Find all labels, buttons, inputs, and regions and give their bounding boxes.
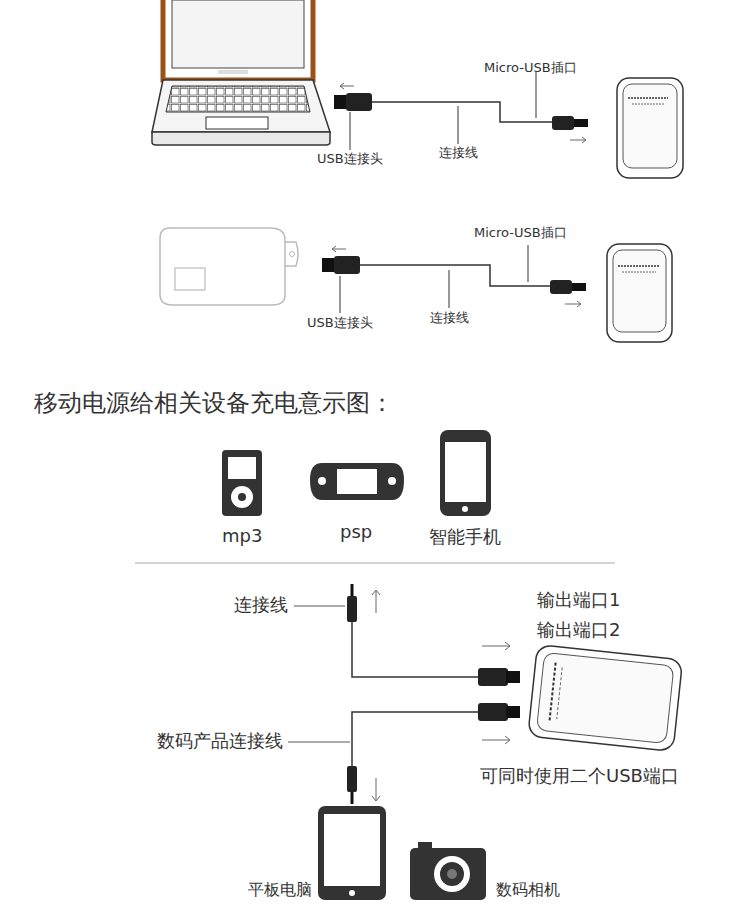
device-label: 智能手机	[429, 527, 501, 548]
device-label: 平板电脑	[248, 881, 312, 899]
part-label: 连接线	[430, 311, 469, 326]
power-bank-figure	[617, 78, 683, 178]
port-label: 输出端口2	[537, 620, 620, 641]
device-label: psp	[340, 522, 372, 543]
part-label: USB连接头	[317, 152, 383, 167]
tablet-icon	[318, 806, 386, 900]
usb-cable-1	[334, 72, 588, 150]
power-bank-figure	[607, 244, 672, 342]
power-bank-figure	[528, 645, 683, 752]
note-label: 可同时使用二个USB端口	[480, 766, 679, 787]
psp-icon	[310, 463, 404, 500]
wall-adapter-figure	[160, 228, 298, 305]
usb-cable-2	[322, 245, 586, 313]
device-label: 数码相机	[496, 881, 560, 899]
device-label: mp3	[222, 526, 262, 547]
separator	[135, 563, 615, 564]
part-label: USB连接头	[307, 316, 373, 331]
part-label: 数码产品连接线	[157, 731, 283, 752]
mp3-icon	[222, 450, 262, 516]
camera-icon	[410, 842, 486, 900]
laptop-figure	[152, 0, 330, 145]
diagram-title: 移动电源给相关设备充电意示图：	[34, 390, 394, 418]
part-label: Micro-USB插口	[484, 61, 577, 76]
part-label: 连接线	[234, 595, 288, 616]
port-label: 输出端口1	[537, 590, 620, 611]
phone-icon	[440, 430, 491, 516]
part-label: 连接线	[439, 146, 478, 161]
part-label: Micro-USB插口	[474, 226, 567, 241]
